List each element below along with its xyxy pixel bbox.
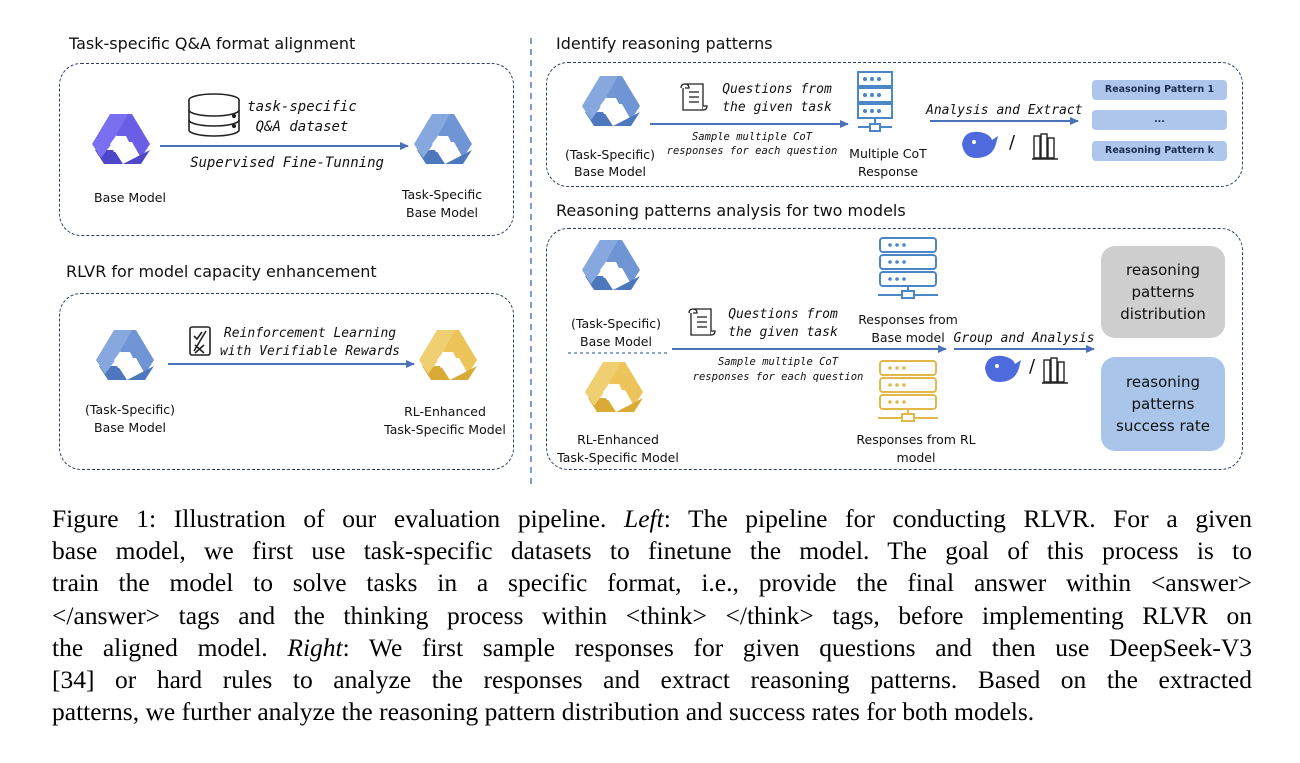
dataset-label-line1: task-specific xyxy=(247,99,357,115)
rl-responses-server-icon xyxy=(878,360,938,422)
rl-enhanced-model-logo-1 xyxy=(419,330,477,380)
questions-scroll-icon-2 xyxy=(688,308,716,336)
caption-line-5: the aligned model. Right: We first sampl… xyxy=(52,632,1252,662)
distribution-line3: distribution xyxy=(1120,305,1206,323)
rlvr-panel xyxy=(59,293,514,470)
rlvr-method-line2: with Verifiable Rewards xyxy=(219,344,400,359)
compare-panel xyxy=(546,228,1243,470)
compare-questions-line2: the given task xyxy=(728,325,838,340)
rlvr-input-line1: (Task-Specific) xyxy=(85,402,175,417)
success-line3: success rate xyxy=(1116,417,1210,435)
rlvr-output-line2: Task-Specific Model xyxy=(384,422,506,437)
compare-base-model-logo xyxy=(582,240,640,290)
compare-base-line1: (Task-Specific) xyxy=(571,316,661,331)
identify-questions-line1: Questions from xyxy=(722,82,832,97)
identify-section-title: Identify reasoning patterns xyxy=(556,34,773,53)
sft-output-line1: Task-Specific xyxy=(401,187,483,202)
caption-line-7: patterns, we further analyze the reasoni… xyxy=(52,697,1035,727)
questions-scroll-icon-1 xyxy=(680,83,708,111)
base-model-logo xyxy=(92,114,150,164)
success-line1: reasoning xyxy=(1126,373,1200,391)
identify-model-line1: (Task-Specific) xyxy=(565,147,655,162)
base-model-label: Base Model xyxy=(94,190,166,205)
pattern-success-rate-box: reasoning patterns success rate xyxy=(1101,357,1225,451)
reasoning-pattern-ellipsis: ... xyxy=(1092,110,1227,130)
database-icon xyxy=(188,93,240,137)
caption-line-6: [34] or hard rules to analyze the respon… xyxy=(52,665,1252,695)
task-specific-model-logo-1 xyxy=(414,114,472,164)
rlvr-method-line1: Reinforcement Learning xyxy=(223,326,397,341)
base-responses-line1: Responses from xyxy=(858,312,958,327)
reasoning-pattern-1: Reasoning Pattern 1 xyxy=(1092,80,1227,100)
compare-or-separator: / xyxy=(1028,356,1036,377)
identify-model-logo xyxy=(582,76,640,126)
rl-responses-line1: Responses from RL xyxy=(856,432,976,447)
identify-or-separator: / xyxy=(1008,132,1016,153)
success-line2: patterns xyxy=(1131,395,1195,413)
identify-model-line2: Base Model xyxy=(574,164,646,179)
identify-questions-line2: the given task xyxy=(722,100,832,115)
rlvr-output-line1: RL-Enhanced xyxy=(404,404,486,419)
dataset-label-line2: Q&A dataset xyxy=(255,119,349,135)
rl-responses-line2: model xyxy=(896,450,936,465)
figure-caption: Figure 1: Illustration of our evaluation… xyxy=(52,503,1252,728)
cot-server-icon xyxy=(857,71,893,132)
hard-rules-icon-2 xyxy=(1042,357,1068,384)
rlvr-input-line2: Base Model xyxy=(94,420,166,435)
identify-sample-line2: responses for each question xyxy=(666,145,838,157)
distribution-line2: patterns xyxy=(1131,283,1195,301)
group-analysis-label: Group and Analysis xyxy=(953,331,1095,346)
caption-line-3: train the model to solve tasks in a spec… xyxy=(52,568,1252,598)
identify-sample-line1: Sample multiple CoT xyxy=(691,131,813,143)
deepseek-whale-icon-1 xyxy=(962,131,998,158)
compare-section-title: Reasoning patterns analysis for two mode… xyxy=(556,201,906,220)
verifiable-check-icon xyxy=(189,326,211,356)
compare-rl-model-logo xyxy=(585,362,643,412)
rlvr-section-title: RLVR for model capacity enhancement xyxy=(66,262,377,281)
sft-section-title: Task-specific Q&A format alignment xyxy=(69,34,356,53)
hard-rules-icon-1 xyxy=(1032,133,1058,160)
pattern-distribution-box: reasoning patterns distribution xyxy=(1101,246,1225,338)
cot-response-line2: Response xyxy=(857,164,919,179)
diagram-graphics xyxy=(92,38,1095,486)
compare-rl-line2: Task-Specific Model xyxy=(557,450,679,465)
reasoning-pattern-k: Reasoning Pattern k xyxy=(1092,141,1227,161)
caption-line-1: Figure 1: Illustration of our evaluation… xyxy=(52,504,1252,533)
sft-output-line2: Base Model xyxy=(406,205,478,220)
compare-sample-line2: responses for each question xyxy=(692,371,864,383)
identify-panel xyxy=(546,62,1243,187)
cot-response-line1: Multiple CoT xyxy=(849,146,927,161)
caption-line-4: </answer> tags and the thinking process … xyxy=(52,600,1252,630)
deepseek-whale-icon-2 xyxy=(985,355,1021,382)
task-specific-model-logo-2 xyxy=(96,330,154,380)
compare-questions-line1: Questions from xyxy=(728,307,838,322)
sft-method-label: Supervised Fine-Tunning xyxy=(190,155,384,171)
base-responses-line2: Base model xyxy=(871,330,945,345)
analysis-label: Analysis and Extract xyxy=(926,103,1083,118)
compare-sample-line1: Sample multiple CoT xyxy=(717,356,839,368)
compare-rl-line1: RL-Enhanced xyxy=(577,432,659,447)
sft-panel xyxy=(59,63,514,236)
caption-line-2: base model, we first use task-specific d… xyxy=(52,536,1252,566)
compare-base-line2: Base Model xyxy=(580,334,652,349)
distribution-line1: reasoning xyxy=(1126,261,1200,279)
base-responses-server-icon xyxy=(878,237,938,299)
